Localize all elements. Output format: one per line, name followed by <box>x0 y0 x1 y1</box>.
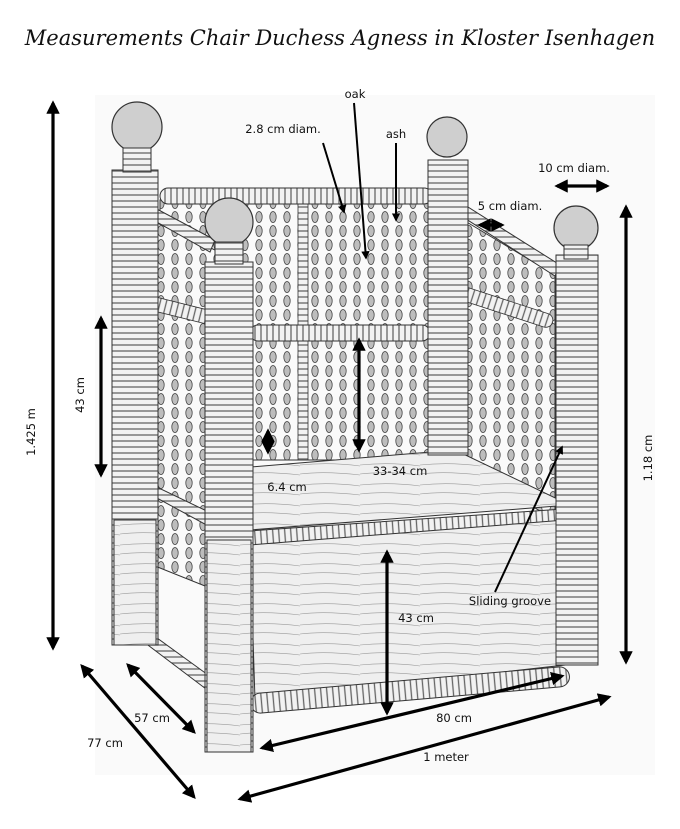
label-rail-diam: 5 cm diam. <box>478 199 543 213</box>
label-oak: oak <box>345 87 366 101</box>
label-post-diam: 10 cm diam. <box>538 161 610 175</box>
dimension-labels: oak ash 2.8 cm diam. 10 cm diam. 5 cm di… <box>24 87 655 764</box>
label-outer-depth: 77 cm <box>87 736 123 750</box>
label-top-rail-diam: 2.8 cm diam. <box>245 122 321 136</box>
label-sliding-groove: Sliding groove <box>469 594 551 608</box>
label-spindle-spacing: 6.4 cm <box>267 480 306 494</box>
label-seat-back-height: 33-34 cm <box>373 464 428 478</box>
label-outer-width: 1 meter <box>423 750 469 764</box>
dimension-arrows <box>46 100 633 803</box>
label-back-panel-height: 43 cm <box>73 377 87 413</box>
label-side-height: 1.18 cm <box>641 435 655 482</box>
label-total-height: 1.425 m <box>24 408 38 456</box>
label-inner-width: 80 cm <box>436 711 472 725</box>
label-inner-depth: 57 cm <box>134 711 170 725</box>
label-ash: ash <box>386 127 406 141</box>
diagram-title: Measurements Chair Duchess Agness in Klo… <box>24 26 655 50</box>
chair-drawing <box>95 95 655 775</box>
label-seat-height: 43 cm <box>398 611 434 625</box>
